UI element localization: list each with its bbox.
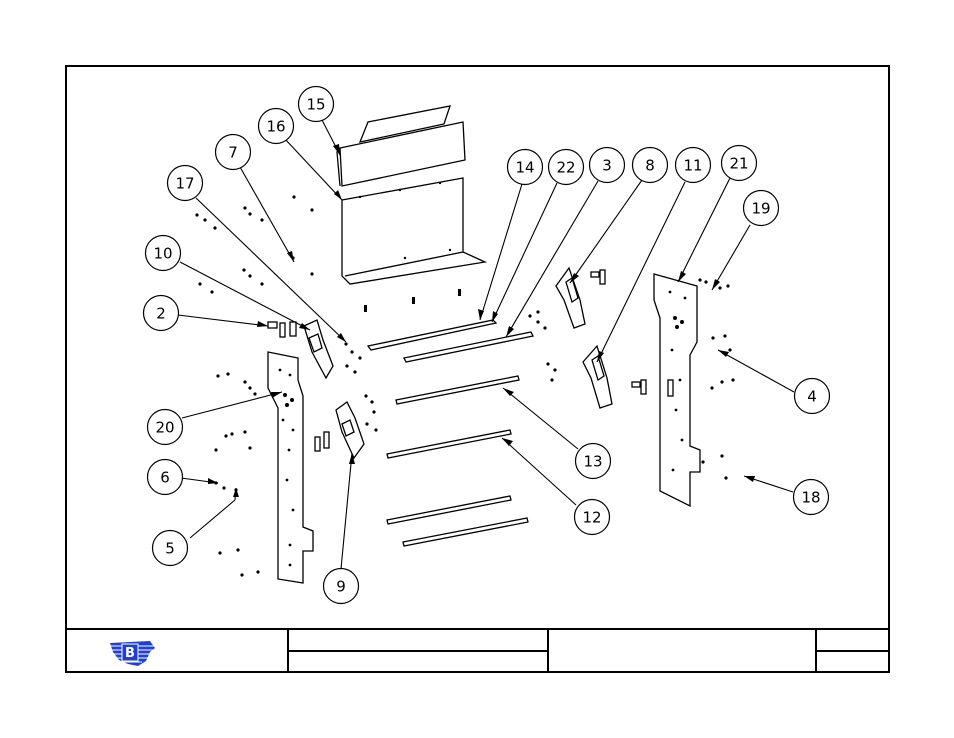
callout-5: 5 [153,531,188,566]
svg-text:6: 6 [160,469,170,487]
svg-text:5: 5 [165,540,175,558]
callout-14: 14 [508,150,543,185]
callout-12: 12 [575,500,610,535]
callout-20: 20 [148,410,183,445]
callout-15: 15 [299,87,334,122]
svg-text:22: 22 [556,159,575,177]
callout-21: 21 [722,146,757,181]
svg-text:18: 18 [801,489,820,507]
callout-4: 4 [795,379,830,414]
title-block [66,629,889,672]
callout-19: 19 [744,191,779,226]
svg-text:21: 21 [729,155,748,173]
callout-17: 17 [168,166,203,201]
svg-text:15: 15 [306,96,325,114]
callout-6: 6 [148,460,183,495]
callout-16: 16 [259,109,294,144]
callout-3: 3 [590,148,625,183]
svg-text:11: 11 [683,157,702,175]
svg-text:16: 16 [266,118,285,136]
callout-22: 22 [549,150,584,185]
part-right-side-plate [654,274,700,506]
svg-text:10: 10 [153,245,172,263]
callout-13: 13 [576,444,611,479]
svg-text:8: 8 [645,157,655,175]
part-top-cover [337,106,465,186]
callout-9: 9 [324,569,359,604]
svg-text:19: 19 [751,200,770,218]
part-bearing-block-upper-right [556,268,585,328]
callout-18: 18 [794,480,829,515]
callout-11: 11 [676,148,711,183]
svg-text:14: 14 [515,159,534,177]
callout-2: 2 [144,296,179,331]
callout-7: 7 [216,135,251,170]
part-back-panel [342,178,485,284]
company-logo: B [110,641,155,666]
callout-8: 8 [633,148,668,183]
part-crossbars [368,320,533,546]
part-bearing-block-lower-left [336,402,364,458]
svg-text:17: 17 [175,175,194,193]
svg-text:7: 7 [228,144,238,162]
logo-letter: B [125,646,135,661]
sheet-border [66,66,889,672]
svg-text:13: 13 [583,453,602,471]
part-left-side-plate [268,352,313,583]
svg-text:20: 20 [155,419,174,437]
svg-text:12: 12 [582,509,601,527]
part-pins [364,289,461,312]
svg-text:9: 9 [336,578,346,596]
svg-text:4: 4 [807,388,817,406]
svg-text:2: 2 [156,305,166,323]
callout-10: 10 [146,236,181,271]
svg-text:3: 3 [602,157,612,175]
part-bearing-block-lower-right [583,346,612,408]
